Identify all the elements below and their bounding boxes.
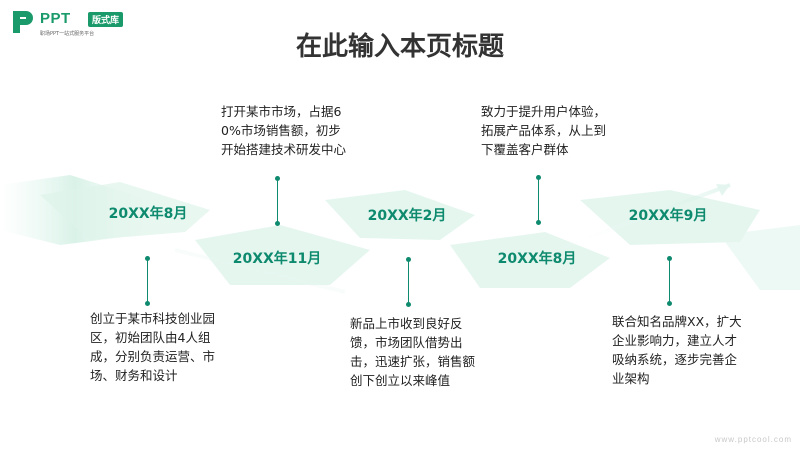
timeline-description: 联合知名品牌XX，扩大企业影响力，建立人才吸纳系统，逐步完善企业架构	[612, 314, 742, 386]
brand-tagline: 职场PPT一站式服务平台	[40, 31, 95, 37]
timeline-date: 20XX年8月	[108, 206, 188, 222]
diamond-shape	[195, 225, 370, 285]
brand-name: PPT	[40, 10, 71, 27]
timeline-connector	[536, 175, 541, 225]
brand-badge: 版式库	[88, 12, 124, 27]
timeline-date: 20XX年8月	[497, 251, 577, 267]
timeline-connector	[406, 257, 411, 307]
brand-logo[interactable]: PPT 版式库 职场PPT一站式服务平台	[10, 8, 160, 38]
timeline-connector	[145, 256, 150, 306]
timeline-date: 20XX年11月	[232, 251, 322, 267]
timeline-description: 致力于提升用户体验，拓展产品体系，从上到下覆盖客户群体	[481, 104, 607, 157]
timeline-date: 20XX年9月	[628, 208, 708, 224]
diamond-shape	[0, 175, 210, 245]
timeline-description: 打开某市市场，占据60%市场销售额，初步开始搭建技术研发中心	[221, 104, 347, 157]
timeline-connector	[275, 176, 280, 226]
timeline-connector	[667, 256, 672, 306]
ppt-logo-icon	[13, 11, 33, 33]
diamond-shape	[325, 190, 475, 240]
watermark: www.pptcool.com	[714, 435, 792, 444]
timeline-description: 新品上市收到良好反馈，市场团队借势出击，迅速扩张，销售额创下创立以来峰值	[350, 316, 476, 388]
timeline-description: 创立于某市科技创业园区，初始团队由4人组成，分别负责运营、市场、财务和设计	[90, 311, 216, 383]
timeline-date: 20XX年2月	[367, 208, 447, 224]
page-title: 在此输入本页标题	[295, 32, 504, 62]
diamond-shape	[580, 190, 800, 290]
trend-arrow	[174, 183, 731, 294]
